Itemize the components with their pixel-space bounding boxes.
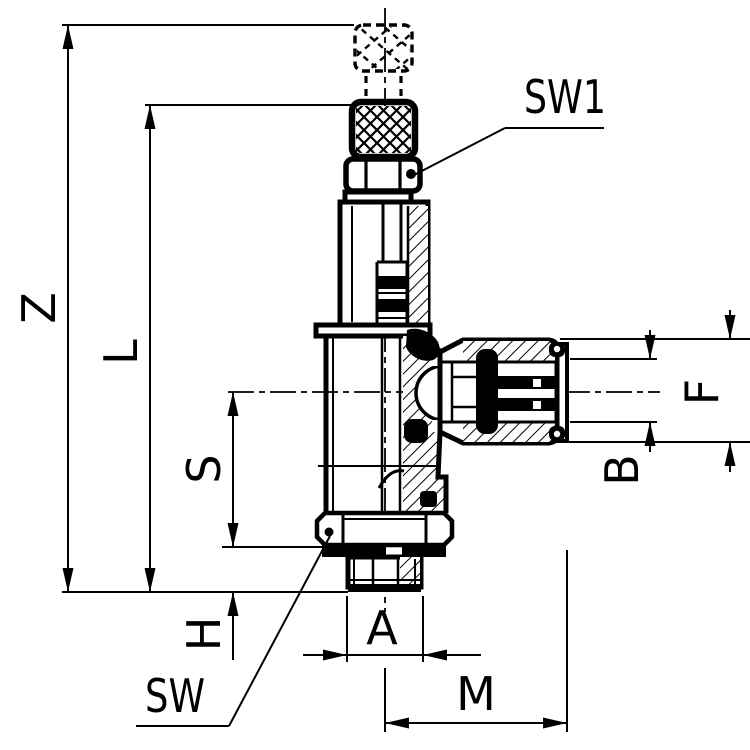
seat-curve bbox=[377, 469, 405, 489]
dim-label-b: B bbox=[595, 454, 649, 486]
arrowhead bbox=[385, 717, 409, 729]
arrowhead bbox=[724, 315, 736, 339]
dim-b: B bbox=[570, 330, 657, 486]
elbow-seal bbox=[406, 328, 440, 361]
grip-ring bbox=[476, 349, 498, 434]
arrowhead bbox=[227, 523, 239, 547]
callout-sw: SW bbox=[136, 535, 331, 727]
dim-label-h: H bbox=[177, 617, 231, 652]
dim-label-s: S bbox=[177, 454, 231, 483]
arrowhead bbox=[62, 25, 74, 49]
arrowhead bbox=[644, 422, 656, 446]
dim-z: Z bbox=[12, 24, 354, 593]
collet-finger-top bbox=[498, 376, 558, 389]
arrowhead bbox=[227, 592, 239, 616]
dim-f: F bbox=[560, 310, 750, 472]
dim-h: H bbox=[177, 592, 239, 660]
arrowhead bbox=[323, 649, 347, 661]
dim-label-f: F bbox=[675, 379, 729, 405]
phantom-knob-outline bbox=[353, 23, 414, 101]
section-hatch-upper-wall bbox=[408, 206, 428, 325]
dim-label-z: Z bbox=[12, 292, 66, 324]
locknut-sw1 bbox=[343, 155, 423, 194]
dim-l: L bbox=[94, 104, 353, 592]
seat-seal bbox=[404, 419, 428, 443]
needle-seal-ring-1 bbox=[377, 276, 407, 289]
arrowhead bbox=[423, 649, 447, 661]
side-port-fitting bbox=[437, 337, 569, 446]
threaded-stud bbox=[345, 554, 424, 592]
dim-s: S bbox=[177, 392, 385, 548]
dim-m: M bbox=[384, 550, 568, 732]
arrowhead bbox=[144, 105, 156, 129]
dim-label-l: L bbox=[94, 339, 148, 365]
arrowhead bbox=[227, 392, 239, 416]
lower-seal-block bbox=[420, 491, 437, 507]
sw1-leader-dot bbox=[406, 169, 416, 179]
sw-leader-dot bbox=[324, 527, 334, 537]
dim-label-m: M bbox=[456, 667, 496, 721]
arrowhead bbox=[644, 335, 656, 359]
arrowhead bbox=[144, 568, 156, 592]
valve-upper-body bbox=[337, 189, 431, 330]
phantom-knurl-pattern bbox=[357, 27, 410, 69]
collet-finger-bottom bbox=[498, 398, 558, 411]
body-flange bbox=[313, 322, 433, 339]
hex-nut-sw bbox=[314, 510, 455, 548]
knurled-knob bbox=[348, 98, 419, 161]
dim-label-a: A bbox=[366, 601, 398, 655]
needle-seal-ring-2 bbox=[377, 299, 407, 312]
callout-label-sw: SW bbox=[145, 669, 205, 723]
arrowhead bbox=[543, 717, 567, 729]
arrowhead bbox=[62, 568, 74, 592]
needle-screw bbox=[375, 202, 409, 330]
dim-a: A bbox=[303, 596, 481, 662]
stud-end-face bbox=[348, 584, 421, 592]
callout-label-sw1: SW1 bbox=[524, 70, 606, 124]
sealing-washer-right bbox=[402, 545, 446, 557]
arrowhead bbox=[724, 442, 736, 466]
callout-sw1: SW1 bbox=[413, 70, 606, 176]
